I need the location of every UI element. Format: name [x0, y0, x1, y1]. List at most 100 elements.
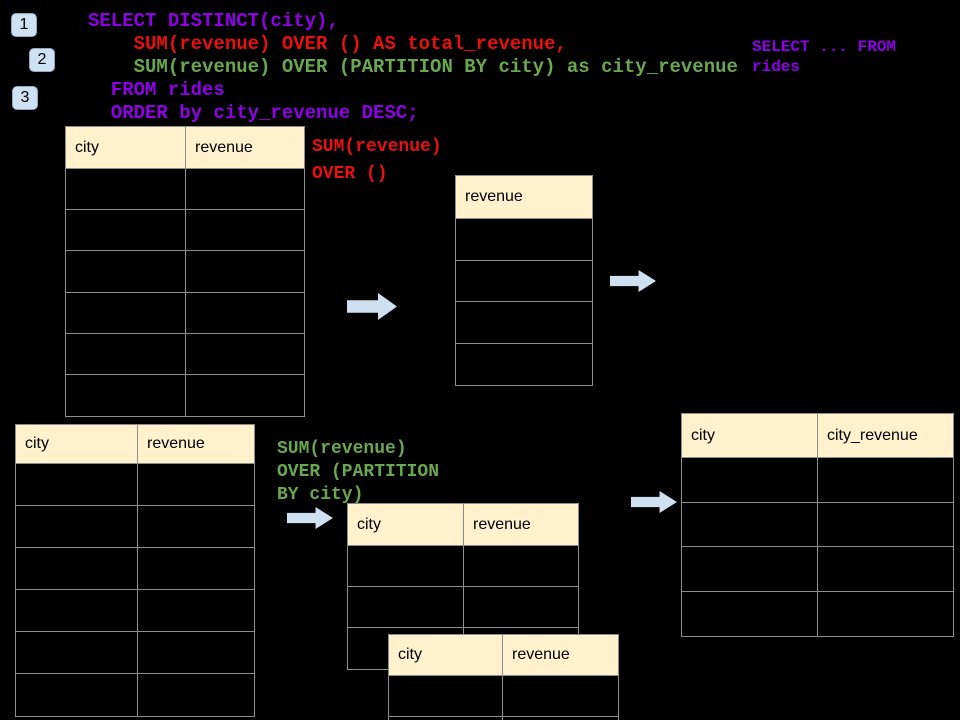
table-row	[456, 219, 592, 261]
table-cell	[456, 302, 592, 344]
column-header-city: city	[348, 504, 464, 546]
table-cell	[186, 334, 304, 375]
table-cell	[16, 506, 138, 548]
table-header-row: revenue	[456, 176, 592, 219]
table-cell	[66, 210, 186, 252]
table-cell	[389, 676, 503, 717]
table-cell	[16, 632, 138, 674]
table-cell	[16, 548, 138, 590]
table-cell	[682, 591, 818, 636]
table-cell	[16, 464, 138, 506]
table-cell	[186, 375, 304, 416]
side-note: SELECT ... FROM rides	[752, 38, 897, 76]
sql-code-line: SUM(revenue) OVER () AS total_revenue,	[88, 33, 567, 55]
annotation-total-revenue: SUM(revenue) OVER ()	[312, 137, 442, 184]
table-cell	[456, 261, 592, 302]
column-header-city_revenue: city_revenue	[818, 414, 953, 458]
column-header-revenue: revenue	[138, 425, 254, 464]
step-badge-1: 1	[11, 13, 37, 37]
table-row	[66, 374, 304, 417]
sql-code: SELECT DISTINCT(city), SUM(revenue) OVER…	[88, 10, 738, 125]
sql-code-line: FROM rides	[88, 79, 225, 101]
table-cell	[186, 293, 304, 334]
table-cell	[186, 210, 304, 252]
right-arrow-icon	[631, 491, 677, 513]
table-row	[66, 292, 304, 334]
column-header-revenue: revenue	[503, 635, 618, 676]
table-cell	[464, 587, 578, 628]
step-badge-2: 2	[29, 48, 55, 72]
column-header-city: city	[16, 425, 138, 464]
table-cell	[348, 587, 464, 628]
table-cell	[138, 548, 254, 590]
table-cell	[818, 503, 953, 547]
column-header-city: city	[389, 635, 503, 676]
table-row	[16, 464, 254, 506]
table-cell	[682, 458, 818, 503]
column-header-city: city	[66, 127, 186, 169]
table-cell	[16, 674, 138, 716]
column-header-revenue: revenue	[464, 504, 578, 546]
table-cell	[138, 464, 254, 506]
table-cell	[682, 547, 818, 592]
table-cell	[682, 502, 818, 547]
table-cell	[138, 674, 254, 716]
table-cell	[503, 676, 618, 717]
table-cell	[348, 546, 464, 587]
table-row	[16, 674, 254, 716]
table-cell	[456, 219, 592, 261]
step-badge-3: 3	[12, 86, 38, 110]
table-cell	[16, 590, 138, 632]
table-cell	[186, 169, 304, 211]
sql-code-line: SELECT DISTINCT(city),	[88, 10, 339, 32]
table-row	[682, 591, 953, 637]
table-row	[348, 587, 578, 628]
sql-code-line: ORDER by city_revenue DESC;	[88, 102, 419, 124]
table-row	[682, 502, 953, 547]
table-cell	[389, 717, 503, 720]
table-row	[456, 344, 592, 386]
right-arrow-icon	[287, 507, 333, 529]
table-cell	[66, 169, 186, 211]
table-cell	[66, 251, 186, 293]
sql-code-line: SUM(revenue) OVER (PARTITION BY city) as…	[88, 56, 738, 78]
table-cell	[66, 292, 186, 334]
table-cell	[818, 592, 953, 637]
right-arrow-icon	[610, 270, 656, 292]
table-row	[16, 548, 254, 590]
table-row	[16, 632, 254, 674]
table-row	[348, 546, 578, 587]
table-row	[66, 169, 304, 211]
table-row	[682, 458, 953, 503]
table-row	[389, 676, 618, 717]
column-header-city: city	[682, 414, 818, 458]
table-row	[16, 590, 254, 632]
table-row	[456, 302, 592, 344]
column-header-revenue: revenue	[186, 127, 304, 169]
table-cell	[138, 506, 254, 548]
table-row	[456, 261, 592, 302]
table-cell	[138, 590, 254, 632]
table-cell	[66, 333, 186, 375]
table-row	[66, 333, 304, 375]
column-header-revenue: revenue	[456, 176, 592, 219]
table-cell	[464, 546, 578, 587]
table-row	[16, 506, 254, 548]
table-row	[66, 251, 304, 293]
table-cell	[456, 344, 592, 386]
annotation-partition: SUM(revenue) OVER (PARTITION BY city)	[277, 439, 440, 505]
table-cell	[186, 251, 304, 293]
table-cell	[66, 374, 186, 417]
table-cell	[818, 458, 953, 503]
table-row	[389, 717, 618, 720]
